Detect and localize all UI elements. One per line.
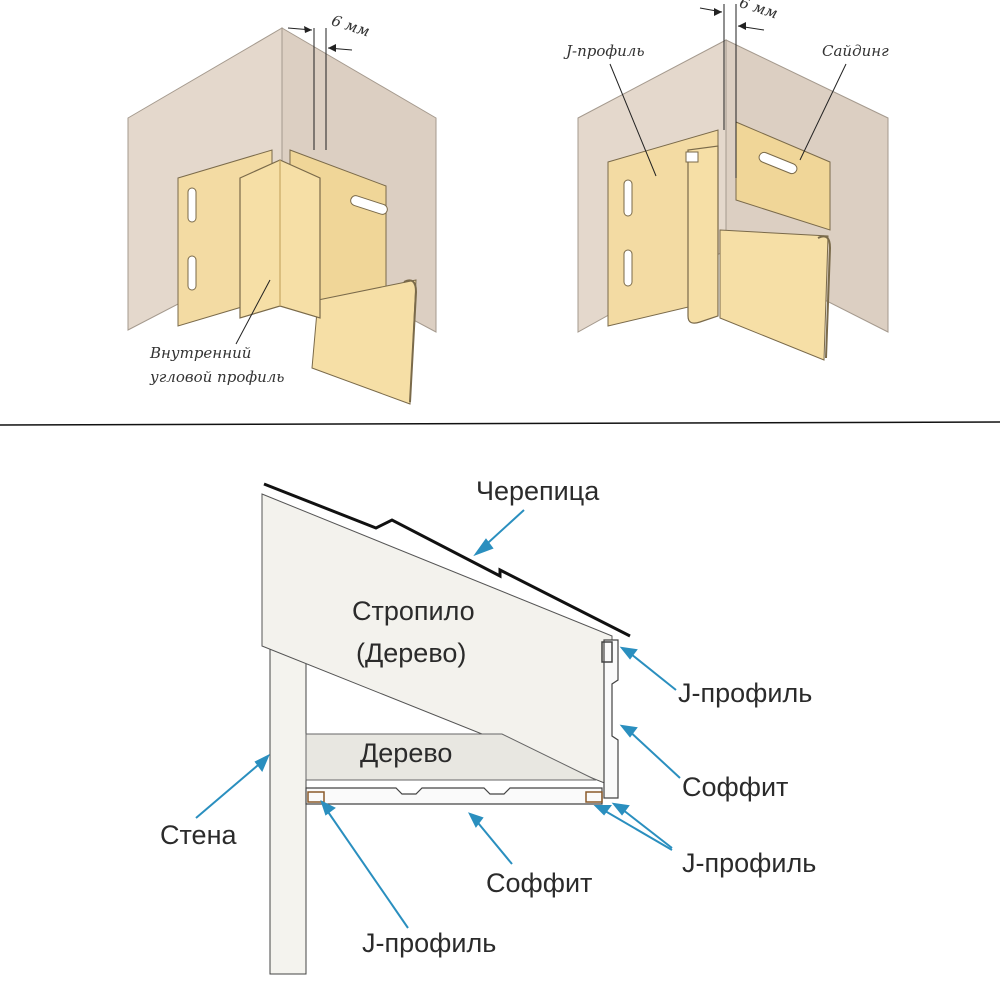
j-profile-corner-illustration: 6 мм J-профиль Сайдинг — [563, 0, 889, 361]
wood-label: Дерево — [360, 738, 452, 768]
leader-line — [235, 279, 271, 345]
wall — [269, 639, 307, 975]
nail-slot — [623, 179, 633, 217]
j-hook — [685, 151, 699, 163]
arrow-j-profile-right-a — [617, 805, 673, 849]
corner-profile-label-line1: Внутренний — [149, 344, 251, 362]
rafter-label-line1: Стропило — [352, 596, 475, 626]
soffit-label-bottom: Соффит — [486, 868, 592, 898]
panel-lock — [403, 279, 418, 403]
nail-slot — [758, 151, 798, 175]
tile-label: Черепица — [476, 476, 600, 506]
arrow-soffit-right — [625, 727, 681, 779]
section-divider — [0, 421, 1000, 426]
siding-panel — [719, 229, 829, 361]
wood-board — [305, 733, 597, 781]
soffit-label-right: Соффит — [682, 772, 788, 802]
j-profile-left-piece — [307, 791, 325, 803]
inner-corner-illustration: 6 мм Внутренний угловой профиль — [127, 11, 437, 405]
arrow-wall — [195, 759, 265, 819]
j-profile-right-piece — [585, 791, 603, 803]
leader-line — [799, 63, 847, 161]
nail-slot — [350, 195, 388, 215]
soffit-cross-section: Черепица Стропило (Дерево) Дерево Стена … — [160, 476, 816, 975]
nail-slot — [623, 249, 633, 287]
j-profile-label-right: J-профиль — [682, 848, 816, 878]
panel-lock — [817, 235, 832, 359]
rafter-label-line2: (Дерево) — [356, 638, 466, 668]
leader-line — [609, 63, 657, 177]
corner-profile-label-line2: угловой профиль — [149, 368, 284, 386]
j-profile-label-bottom: J-профиль — [362, 928, 496, 958]
j-profile-label-top: J-профиль — [678, 678, 812, 708]
gap-label: 6 мм — [737, 0, 780, 22]
arrow-j-profile-bottom — [323, 805, 409, 929]
j-channel — [687, 145, 719, 324]
roof-tile-line — [263, 482, 631, 638]
gap-label: 6 мм — [329, 11, 372, 40]
soffit-vertical — [603, 639, 619, 799]
wall-label: Стена — [160, 820, 237, 850]
nail-slot — [187, 187, 197, 223]
arrow-j-profile-top — [625, 649, 677, 691]
j-profile-label: J-профиль — [563, 42, 645, 60]
nail-slot — [187, 255, 197, 291]
arrow-soffit-bottom — [473, 817, 513, 865]
siding-panel — [311, 279, 417, 405]
arrow-j-profile-right-b — [599, 807, 673, 851]
soffit-horizontal — [305, 787, 603, 805]
j-profile-top-piece — [601, 641, 613, 663]
siding-label: Сайдинг — [822, 42, 889, 60]
